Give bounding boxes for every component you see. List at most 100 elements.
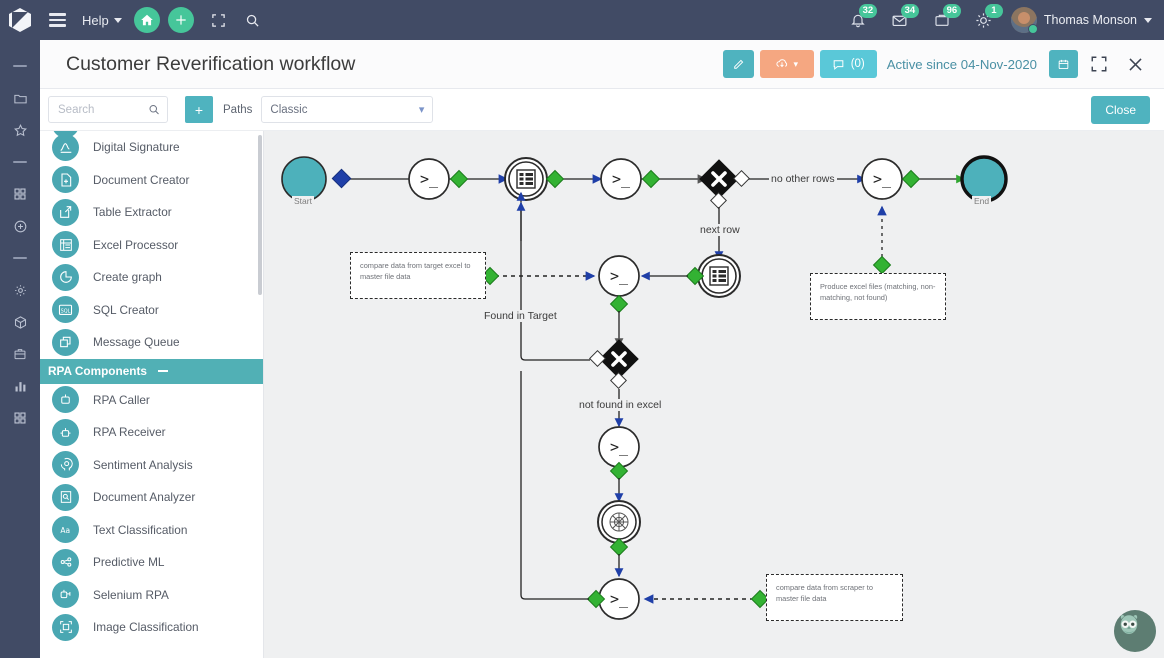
bar-chart-icon (15, 381, 25, 391)
list-item-image-classification[interactable]: Image Classification (40, 611, 263, 644)
close-button[interactable]: Close (1091, 95, 1150, 124)
list-item-label: Document Creator (93, 172, 190, 187)
list-item-excel-processor[interactable]: Excel Processor (40, 229, 263, 262)
list-item-predictive-ml[interactable]: Predictive ML (40, 546, 263, 579)
top-navbar: Help 32 34 96 (0, 0, 1164, 40)
rail-item-jobs[interactable] (0, 338, 40, 370)
palette-scrollbar[interactable] (258, 135, 262, 295)
note-compare-target-excel[interactable]: compare data from target excel to master… (350, 252, 486, 299)
add-path-button[interactable]: + (185, 96, 213, 123)
list-item-create-graph[interactable]: Create graph (40, 261, 263, 294)
end-node-label: End (972, 196, 992, 206)
theme-badge: 1 (984, 4, 1003, 18)
app-logo[interactable] (0, 0, 40, 40)
fullscreen-icon (212, 13, 225, 27)
rail-item-apps[interactable] (0, 178, 40, 210)
deploy-button[interactable]: ▾ (759, 50, 814, 78)
close-window-button[interactable] (1120, 49, 1150, 79)
list-item-digital-signature[interactable]: Digital Signature (40, 131, 263, 164)
svg-text:>_: >_ (610, 267, 629, 285)
search-input[interactable] (56, 102, 148, 117)
list-item-label: Image Classification (93, 620, 199, 635)
add-button[interactable] (167, 7, 194, 33)
rail-item-folder[interactable] (0, 82, 40, 114)
rail-item-settings[interactable] (0, 274, 40, 306)
workflow-canvas[interactable]: >_ >_ >_ (264, 131, 1164, 658)
theme-button[interactable]: 1 (963, 0, 1005, 40)
global-search-button[interactable] (236, 0, 270, 40)
component-palette[interactable]: Digital Signature Document Creator Table… (40, 131, 264, 658)
fullscreen-button[interactable] (202, 0, 236, 40)
tasks-button[interactable]: 96 (921, 0, 963, 40)
table-extract-icon (52, 198, 79, 226)
list-item-label: Predictive ML (93, 555, 165, 570)
list-item-label: Excel Processor (93, 237, 179, 252)
svg-text:>_: >_ (612, 170, 631, 188)
list-item-table-extractor[interactable]: Table Extractor (40, 196, 263, 229)
search-icon (247, 14, 259, 27)
hamburger-menu-button[interactable] (40, 0, 74, 40)
document-search-icon (52, 483, 79, 511)
head-sentiment-icon (52, 451, 79, 479)
rail-item-create[interactable] (0, 210, 40, 242)
rail-divider-2 (0, 146, 40, 178)
svg-text:>_: >_ (610, 438, 629, 456)
edit-button[interactable] (722, 50, 754, 78)
workflow-diagram: >_ >_ >_ (281, 155, 1008, 620)
briefcase-icon (14, 349, 26, 360)
box-icon (14, 315, 26, 329)
list-item-label: SQL Creator (93, 302, 159, 317)
list-item-document-analyzer[interactable]: Document Analyzer (40, 481, 263, 514)
page-title: Customer Reverification workflow (66, 52, 356, 75)
expand-icon (1091, 56, 1107, 72)
edge-label-not-found-in-excel: not found in excel (577, 399, 664, 411)
list-item-label: Create graph (93, 270, 162, 285)
search-box[interactable] (48, 96, 168, 123)
home-icon (140, 14, 153, 26)
robot-icon (52, 386, 79, 414)
rail-item-dashboard[interactable] (0, 402, 40, 434)
note-compare-scraper-master[interactable]: compare data from scraper to master file… (766, 574, 903, 621)
list-item-label: Table Extractor (93, 205, 172, 220)
schedule-button[interactable] (1049, 50, 1078, 78)
list-item-label: RPA Caller (93, 392, 150, 407)
palette-group-rpa-components[interactable]: RPA Components (40, 358, 263, 384)
owl-chat-button[interactable] (1114, 610, 1156, 652)
list-item-rpa-caller[interactable]: RPA Caller (40, 384, 263, 417)
help-menu[interactable]: Help (82, 13, 122, 28)
minus-icon[interactable] (157, 369, 168, 373)
avatar (1010, 7, 1038, 34)
list-item-label: RPA Receiver (93, 425, 166, 440)
cloud-download-icon (776, 59, 788, 68)
user-menu[interactable]: Thomas Monson (1010, 7, 1152, 34)
notifications-badge: 32 (858, 4, 877, 18)
expand-button[interactable] (1084, 49, 1114, 79)
close-icon (1128, 57, 1142, 71)
rail-item-packages[interactable] (0, 306, 40, 338)
note-produce-excel-files[interactable]: Produce excel files (matching, non-match… (810, 273, 946, 320)
notifications-button[interactable]: 32 (837, 0, 879, 40)
star-icon (13, 123, 27, 136)
list-item-label: Digital Signature (93, 140, 180, 155)
list-item-sentiment-analysis[interactable]: Sentiment Analysis (40, 449, 263, 482)
messages-button[interactable]: 34 (879, 0, 921, 40)
rail-item-analytics[interactable] (0, 370, 40, 402)
image-frame-icon (52, 613, 79, 641)
svg-text:>_: >_ (610, 590, 629, 608)
list-item-text-classification[interactable]: Aa Text Classification (40, 514, 263, 547)
paths-label: Paths (223, 103, 253, 116)
paths-select[interactable]: Classic ▾ (261, 96, 434, 123)
list-item-selenium-rpa[interactable]: Selenium RPA (40, 579, 263, 612)
list-item-message-queue[interactable]: Message Queue (40, 326, 263, 359)
list-item-rpa-receiver[interactable]: RPA Receiver (40, 416, 263, 449)
document-plus-icon (52, 166, 79, 194)
svg-text:>_: >_ (873, 170, 892, 188)
envelope-icon (892, 15, 907, 26)
list-item-document-creator[interactable]: Document Creator (40, 164, 263, 197)
home-button[interactable] (133, 7, 160, 33)
svg-text:>_: >_ (420, 170, 439, 188)
rail-item-favorites[interactable] (0, 114, 40, 146)
list-item-sql-creator[interactable]: SQL SQL Creator (40, 294, 263, 327)
search-icon[interactable] (148, 103, 160, 116)
comments-button[interactable]: (0) (819, 50, 877, 78)
